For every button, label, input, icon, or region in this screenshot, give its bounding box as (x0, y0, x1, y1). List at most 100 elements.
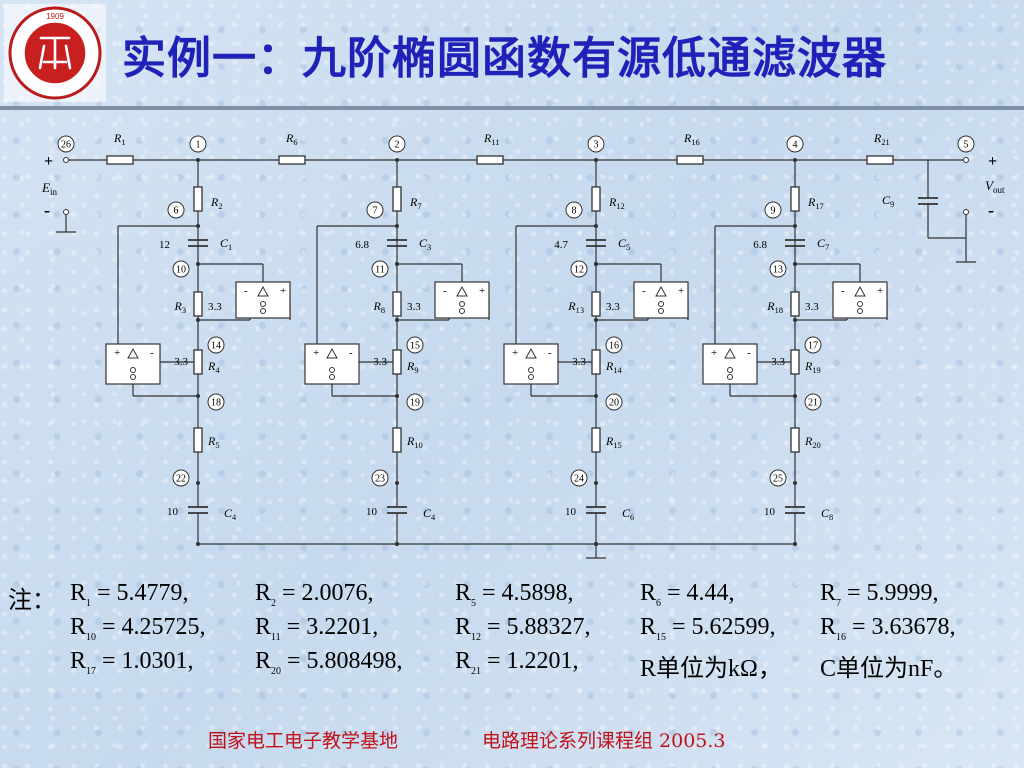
op-amp-triangle (854, 285, 866, 297)
junction-dot (395, 158, 399, 162)
op-amp-terminal (130, 374, 136, 380)
junction-dot (196, 158, 200, 162)
node-marker (804, 393, 822, 411)
component-label: R21 (873, 131, 890, 147)
component-label: R18 (766, 299, 783, 315)
component-label: C7 (817, 236, 829, 252)
op-amp-terminal (459, 308, 465, 314)
op-amp (702, 343, 758, 385)
component-label: 3.3 (407, 301, 421, 313)
node-label: 8 (572, 206, 577, 217)
junction-dot (196, 318, 200, 322)
resistor (106, 155, 134, 165)
node-marker (587, 135, 605, 153)
resistor (866, 155, 894, 165)
component-label: 12 (159, 239, 170, 251)
op-amp-terminal (658, 301, 664, 307)
op-amp (832, 281, 888, 319)
junction-dot (594, 542, 598, 546)
output-plus: + (988, 153, 997, 170)
resistor (790, 349, 800, 375)
op-amp-body (105, 343, 161, 385)
op-amp-terminal (459, 301, 465, 307)
component-label: R1 (113, 131, 126, 147)
output-label: Vout (985, 178, 1005, 195)
note-value: R11 = 3.2201, (255, 614, 379, 643)
junction-dot (594, 481, 598, 485)
op-amp-terminal (329, 367, 335, 373)
component-label: C4 (224, 506, 237, 522)
wires (56, 159, 976, 559)
op-amp-minus: - (548, 347, 552, 359)
op-amp-minus: - (150, 347, 154, 359)
op-amp-minus: - (642, 285, 646, 297)
component-label: R15 (605, 434, 622, 450)
component-label: R12 (608, 195, 625, 211)
note-value: R12 = 5.88327, (455, 614, 591, 643)
component-label: 10 (366, 506, 378, 518)
note-value: R20 = 5.808498, (255, 648, 403, 677)
resistor (591, 186, 601, 212)
node-label: 20 (609, 398, 619, 409)
junction-dot (793, 481, 797, 485)
source-minus: - (44, 200, 50, 220)
junction-dot (793, 262, 797, 266)
op-amp-terminal (528, 367, 534, 373)
junction-dot (395, 262, 399, 266)
output-terminal (963, 157, 969, 163)
component-label: 3.3 (208, 301, 222, 313)
components (57, 135, 975, 546)
node-marker (769, 469, 787, 487)
component-label: R6 (285, 131, 298, 147)
node-marker (565, 201, 583, 219)
op-amp (235, 281, 291, 319)
op-amp (503, 343, 559, 385)
note-value: R16 = 3.63678, (820, 614, 956, 643)
component-label: 3.3 (174, 356, 188, 368)
component-label: 3.3 (606, 301, 620, 313)
junction-dot (395, 542, 399, 546)
op-amp-body (702, 343, 758, 385)
op-amp-terminal (727, 367, 733, 373)
node-marker (172, 260, 190, 278)
node-label: 7 (373, 206, 378, 217)
resistor (193, 186, 203, 212)
op-amp (105, 343, 161, 385)
node-marker (764, 201, 782, 219)
op-amp-terminal (329, 374, 335, 380)
component-label: 6.8 (355, 239, 369, 251)
resistor (193, 291, 203, 317)
note-value: R17 = 1.0301, (70, 648, 194, 677)
node-marker (769, 260, 787, 278)
notes-prefix: 注： (8, 588, 56, 614)
node-label: 22 (176, 474, 186, 485)
node-label: 5 (964, 140, 969, 151)
component-label: 3.3 (572, 356, 586, 368)
component-label: 4.7 (554, 239, 568, 251)
component-label: R14 (605, 359, 623, 375)
op-amp-triangle (456, 285, 468, 297)
node-marker (371, 469, 389, 487)
node-label: 24 (574, 474, 584, 485)
note-value: R2 = 2.0076, (255, 580, 374, 609)
node-marker (406, 336, 424, 354)
note-value: R10 = 4.25725, (70, 614, 206, 643)
node-marker (388, 135, 406, 153)
op-amp-minus: - (841, 285, 845, 297)
node-marker (57, 135, 75, 153)
junction-dot (793, 542, 797, 546)
node-label: 26 (61, 140, 71, 151)
op-amp-triangle (257, 285, 269, 297)
component-label: R16 (683, 131, 700, 147)
junction-dot (395, 481, 399, 485)
component-label: C9 (882, 193, 894, 209)
op-amp-body (304, 343, 360, 385)
node-label: 21 (808, 398, 818, 409)
resistor (278, 155, 306, 165)
op-amp-triangle (724, 347, 736, 359)
node-label: 23 (375, 474, 385, 485)
op-amp-triangle (326, 347, 338, 359)
node-label: 1 (196, 140, 201, 151)
component-label: 10 (167, 506, 179, 518)
